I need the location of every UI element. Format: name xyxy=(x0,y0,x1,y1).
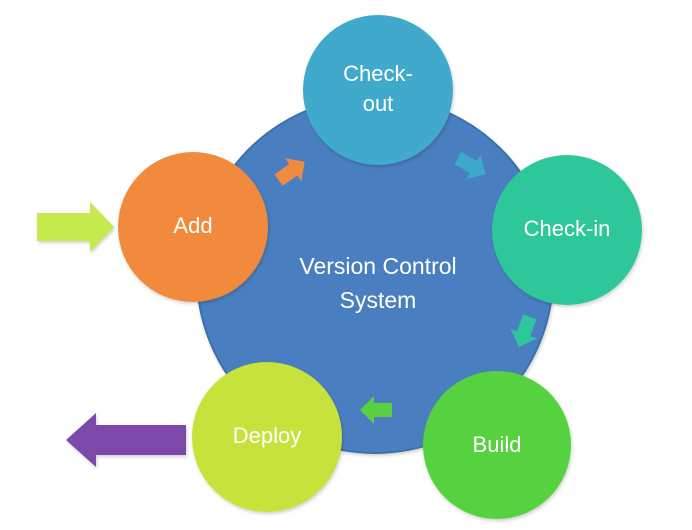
arrow-add-to-checkout xyxy=(274,158,305,186)
arrow-build-to-deploy xyxy=(360,396,392,424)
node-add: Add xyxy=(118,152,268,302)
node-check-in-label: Check-in xyxy=(524,216,611,241)
node-build: Build xyxy=(423,371,571,519)
center-label-line1: Version Control xyxy=(299,253,456,279)
node-add-label: Add xyxy=(173,213,212,238)
outgoing-arrow xyxy=(66,413,186,467)
node-deploy-label: Deploy xyxy=(233,423,301,448)
center-label-line2: System xyxy=(340,287,417,313)
arrow-checkin-to-build xyxy=(510,314,537,347)
arrow-checkout-to-checkin xyxy=(454,151,486,180)
node-check-out-label-line1: Check- xyxy=(343,61,413,86)
node-deploy: Deploy xyxy=(192,362,342,512)
node-build-label: Build xyxy=(473,432,522,457)
incoming-arrow xyxy=(37,202,114,252)
node-check-in: Check-in xyxy=(492,155,642,305)
node-check-out: Check- out xyxy=(303,15,453,165)
node-check-out-label-line2: out xyxy=(363,91,394,116)
